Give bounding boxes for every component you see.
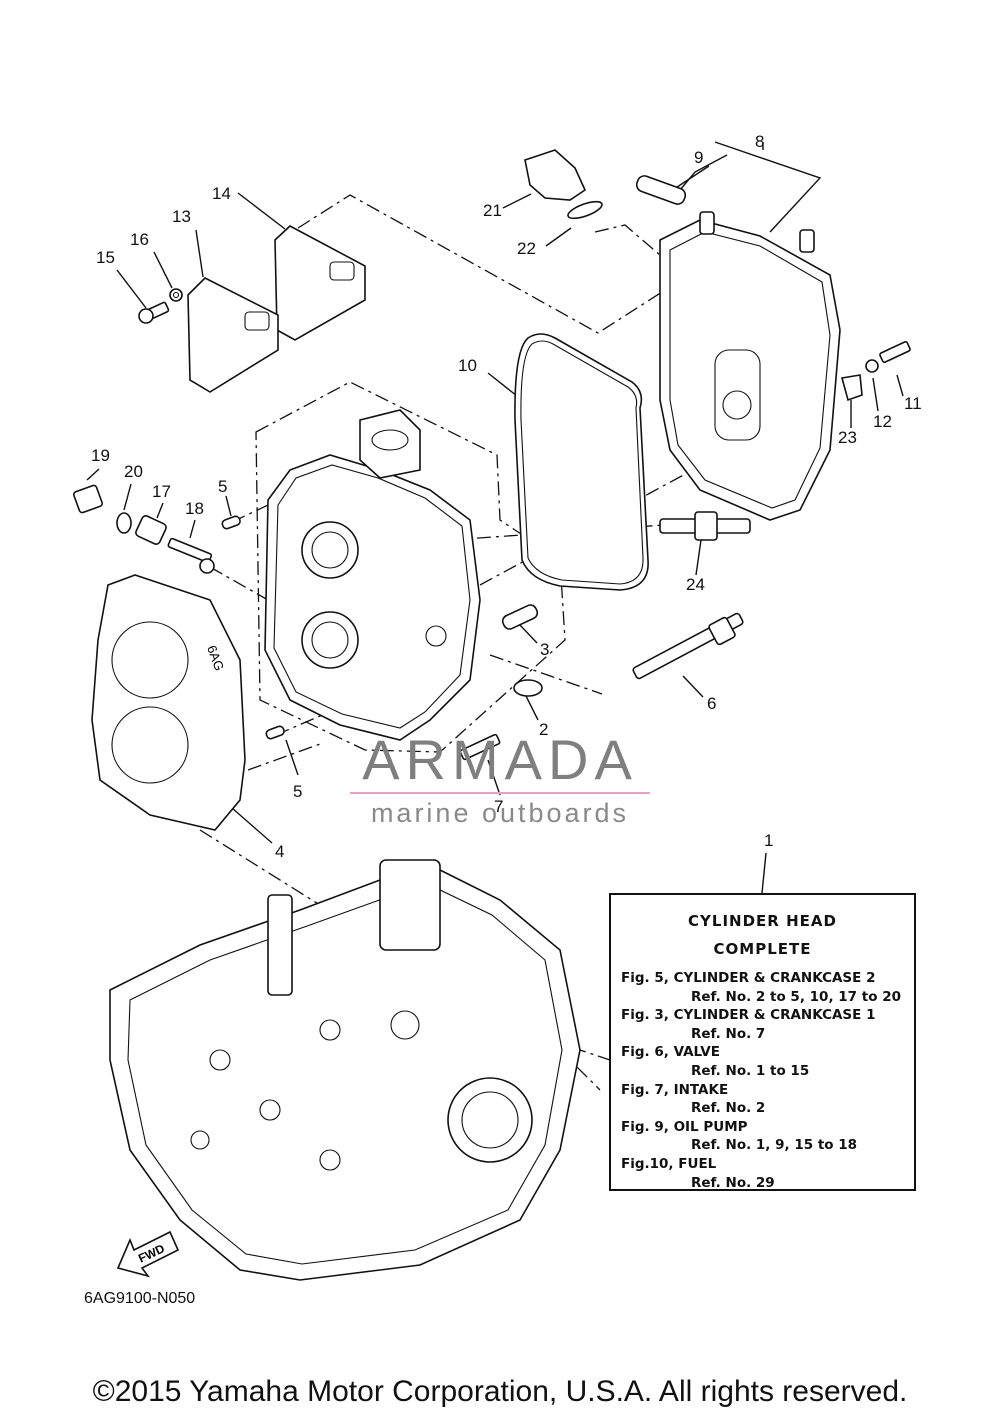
callout-11: 11 [904, 394, 922, 413]
crankcase-assembly [109, 859, 581, 1281]
bolt-11-washer-12-clip-23 [840, 340, 911, 402]
callout-3: 3 [540, 640, 549, 659]
callout-22: 22 [517, 239, 536, 258]
callout-labels: 1 2 3 4 5 5 6 7 8 9 10 11 12 13 14 15 16… [91, 132, 922, 861]
ref-numbers: Ref. No. 2 [691, 1100, 766, 1117]
callout-5-lower: 5 [293, 782, 302, 801]
diagram-code: 6AG9100-N050 [84, 1290, 196, 1307]
figure-reference: Fig. 7, INTAKE [621, 1081, 729, 1098]
callout-21: 21 [483, 201, 502, 220]
plugs-and-bolts-left [73, 484, 215, 574]
callout-10: 10 [458, 356, 477, 375]
callout-16: 16 [130, 230, 149, 249]
head-cover-gasket [514, 333, 649, 591]
callout-12: 12 [873, 412, 892, 431]
box-title-line2: COMPLETE [713, 940, 812, 958]
figure-reference: Fig.10, FUEL [621, 1155, 717, 1172]
callout-5-upper: 5 [218, 477, 227, 496]
callout-7: 7 [494, 797, 503, 816]
callout-24: 24 [686, 575, 705, 594]
long-bolt [632, 612, 744, 680]
armada-watermark-logo: ARMADA marine outboards [340, 730, 660, 840]
cylinder-head-cover [659, 211, 841, 521]
callout-19: 19 [91, 446, 110, 465]
cylinder-head [264, 409, 481, 741]
figure-reference: Fig. 5, CYLINDER & CRANKCASE 2 [621, 970, 876, 986]
callout-2: 2 [539, 720, 548, 739]
ref-numbers: Ref. No. 1 to 15 [691, 1062, 810, 1079]
logo-accent-rule [350, 792, 650, 794]
figure-reference: Fig. 9, OIL PUMP [621, 1118, 748, 1135]
callout-9: 9 [694, 148, 703, 167]
callout-17: 17 [152, 482, 171, 501]
dowel-pin-lower [265, 725, 285, 740]
callout-8: 8 [755, 132, 764, 151]
logo-main-text: ARMADA [362, 728, 638, 791]
ref-numbers: Ref. No. 2 to 5, 10, 17 to 20 [691, 988, 901, 1005]
box-title-line1: CYLINDER HEAD [688, 912, 837, 930]
callout-20: 20 [124, 462, 143, 481]
callout-4: 4 [275, 842, 284, 861]
cylinder-head-outline-box [255, 381, 566, 753]
screw-15 [138, 288, 183, 324]
logo-sub-text: marine outboards [370, 798, 630, 828]
small-parts-top [524, 149, 687, 220]
small-parts-mid [459, 604, 543, 761]
reference-box: CYLINDER HEAD COMPLETE Fig. 5, CYLINDER … [609, 893, 916, 1191]
leader-lines [86, 141, 904, 894]
callout-23: 23 [838, 428, 857, 447]
callout-18: 18 [185, 499, 204, 518]
callout-1: 1 [764, 831, 773, 850]
callout-15: 15 [96, 248, 115, 267]
callout-13: 13 [172, 207, 191, 226]
ref-numbers: Ref. No. 1, 9, 15 to 18 [691, 1137, 858, 1154]
callout-14: 14 [212, 184, 231, 203]
figure-reference: Fig. 6, VALVE [621, 1044, 720, 1061]
callout-6: 6 [707, 694, 716, 713]
fwd-arrow: FWD [116, 1230, 180, 1278]
ref-numbers: Ref. No. 7 [691, 1025, 766, 1042]
head-gasket: 6AG [91, 574, 246, 831]
spark-plug [659, 511, 751, 541]
cover-plates [187, 225, 366, 393]
figure-reference: Fig. 3, CYLINDER & CRANKCASE 1 [621, 1007, 876, 1024]
copyright-notice: ©2015 Yamaha Motor Corporation, U.S.A. A… [92, 1375, 908, 1408]
ref-numbers: Ref. No. 29 [691, 1174, 775, 1191]
dowel-pin-upper [221, 515, 241, 530]
reference-list: Fig. 5, CYLINDER & CRANKCASE 2 Ref. No. 2… [611, 969, 914, 1192]
